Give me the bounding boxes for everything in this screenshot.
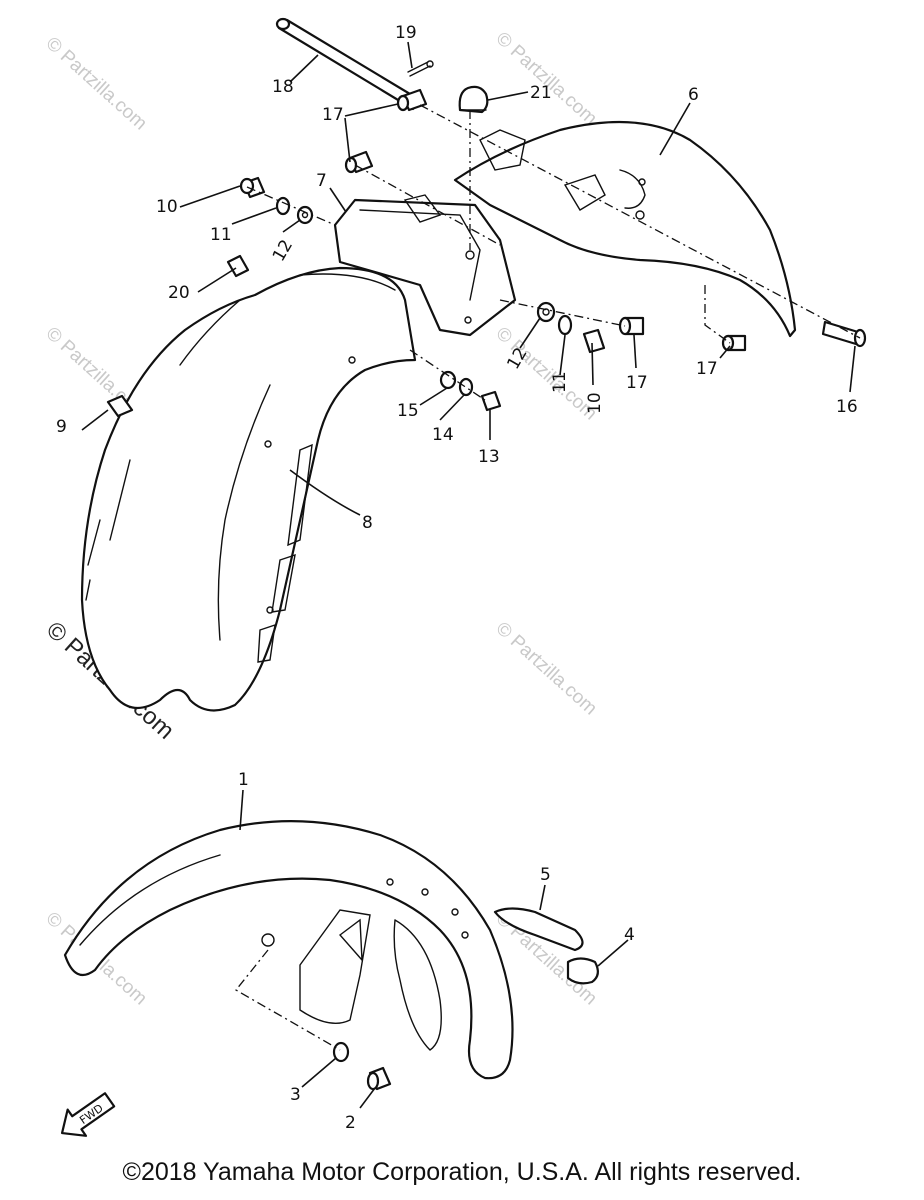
part-hardware — [106, 176, 867, 418]
callout-19: 19 — [395, 23, 417, 43]
part-grommet — [458, 85, 489, 114]
part-collar — [618, 316, 645, 336]
part-cotter-pin — [407, 60, 434, 77]
callout-16: 16 — [836, 397, 858, 417]
assembly-lines — [235, 104, 861, 1051]
part-rear-fender-flap — [453, 120, 797, 338]
callout-17: 17 — [322, 105, 344, 125]
callout-11: 11 — [210, 225, 232, 245]
callout-9: 9 — [56, 417, 67, 437]
watermark: © Partzilla.com — [42, 33, 151, 134]
callout-10: 10 — [156, 197, 178, 217]
callout-1: 1 — [238, 770, 249, 790]
fwd-arrow-icon: FWD — [60, 1092, 116, 1137]
callout-18: 18 — [272, 77, 294, 97]
callout-7: 7 — [316, 171, 327, 191]
callout-15: 15 — [397, 401, 419, 421]
callout-10: 10 — [585, 392, 605, 414]
part-reflector-strip — [493, 907, 584, 952]
callout-5: 5 — [540, 865, 551, 885]
callout-4: 4 — [624, 925, 635, 945]
callout-3: 3 — [290, 1085, 301, 1105]
callout-12: 12 — [269, 236, 297, 265]
watermark: © Partzilla.com — [492, 28, 601, 129]
callout-14: 14 — [432, 425, 454, 445]
callout-17: 17 — [626, 373, 648, 393]
copyright-footer: ©2018 Yamaha Motor Corporation, U.S.A. A… — [122, 1158, 802, 1186]
part-front-fender — [63, 820, 514, 1080]
callout-11: 11 — [550, 371, 570, 393]
callout-21: 21 — [530, 83, 552, 103]
callout-2: 2 — [345, 1113, 356, 1133]
part-rear-fender — [80, 266, 417, 712]
part-nut — [566, 957, 599, 985]
callout-20: 20 — [168, 283, 190, 303]
callout-6: 6 — [688, 85, 699, 105]
leader-lines — [81, 41, 856, 1109]
callout-17: 17 — [696, 359, 718, 379]
watermark: © Partzilla.com — [492, 618, 601, 719]
callout-8: 8 — [362, 513, 373, 533]
part-washer-bolt — [332, 1041, 392, 1091]
part-collar — [344, 150, 374, 174]
part-collar — [721, 334, 747, 352]
callout-13: 13 — [478, 447, 500, 467]
